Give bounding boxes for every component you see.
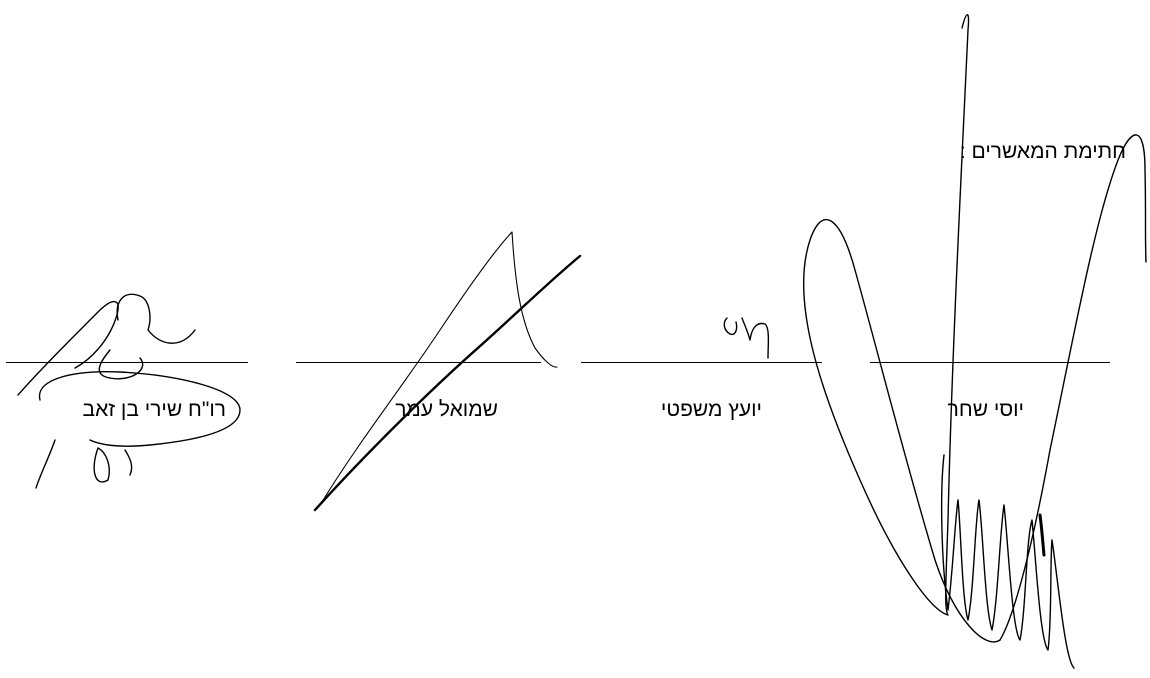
signature-line-2 [581, 362, 822, 363]
signature-line-3 [296, 362, 541, 363]
signature-line-4 [6, 362, 248, 363]
handwritten-signature-2 [723, 317, 770, 359]
handwritten-signature-1 [802, 14, 1147, 669]
signatory-name-1: יוסי שחר [947, 398, 1024, 421]
approvers-signature-heading: חתימת המאשרים : [959, 140, 1126, 163]
signature-line-1 [870, 362, 1110, 363]
handwritten-signature-4 [17, 293, 241, 489]
signatory-name-4: רו"ח שירי בן זאב [82, 398, 226, 421]
handwritten-signature-3 [313, 231, 582, 512]
signatory-name-2: יועץ משפטי [660, 398, 762, 421]
signatory-name-3: שמואל עמר [395, 398, 498, 421]
